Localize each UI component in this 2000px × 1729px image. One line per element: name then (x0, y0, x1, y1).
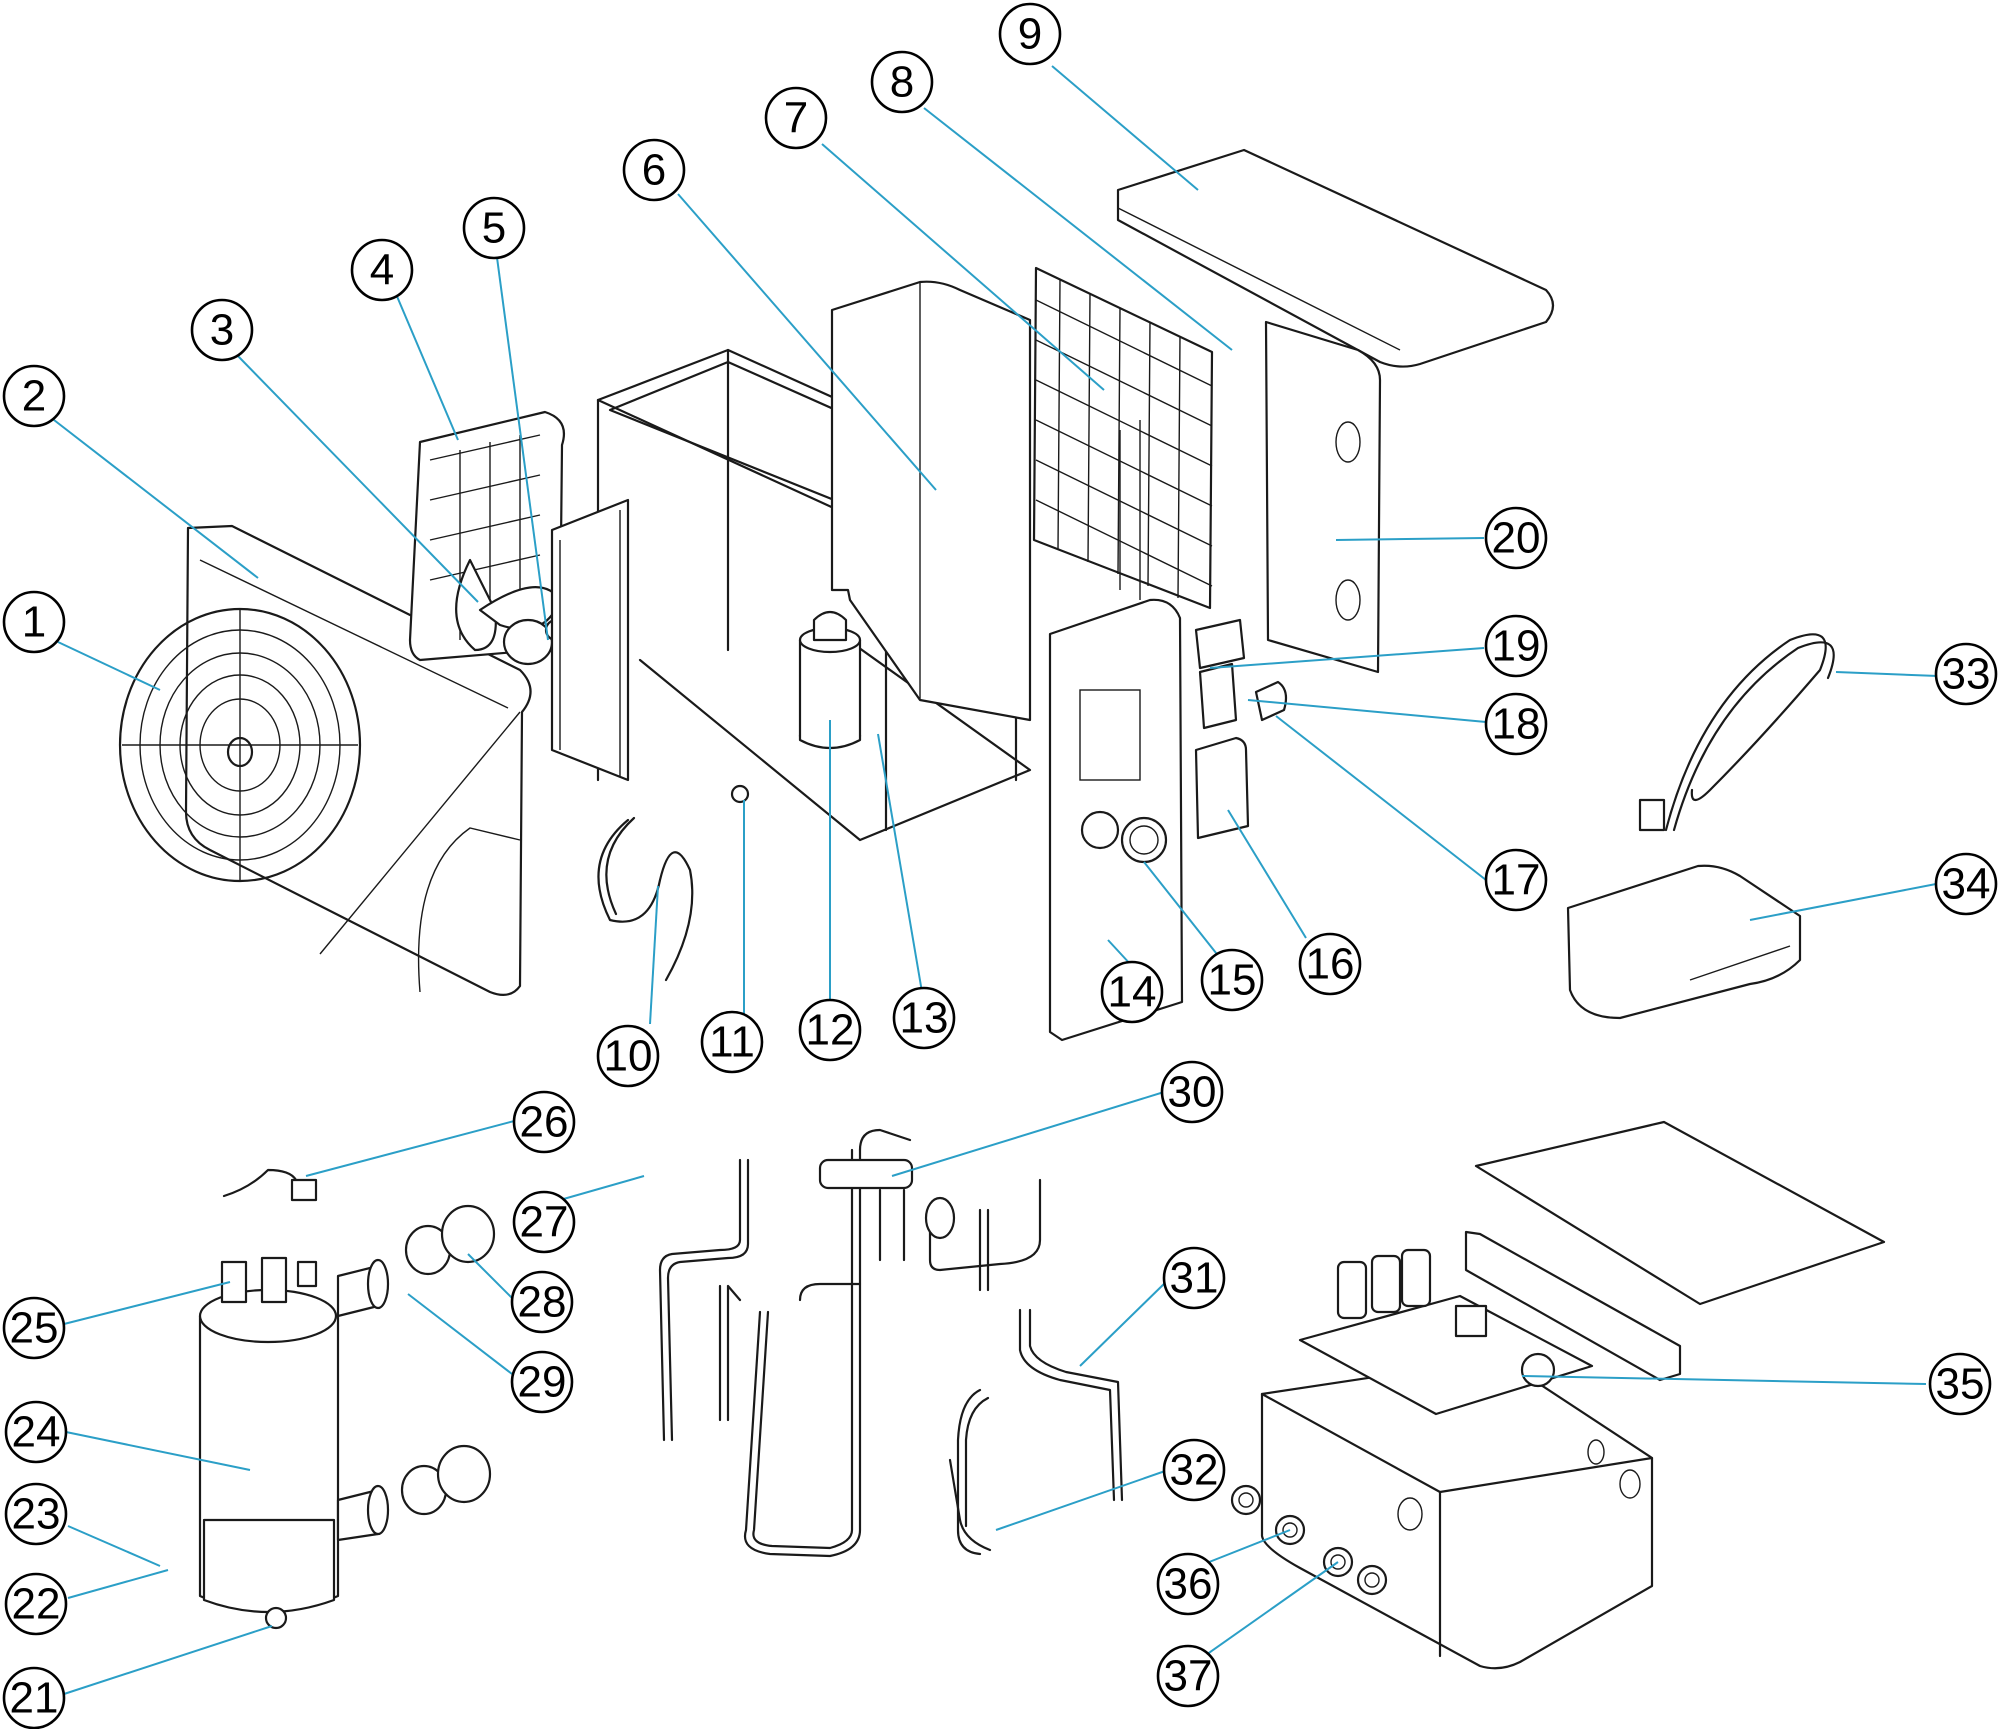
svg-text:24: 24 (12, 1408, 61, 1457)
svg-text:1: 1 (22, 598, 46, 647)
svg-text:26: 26 (520, 1098, 569, 1147)
callout-23: 23 (4, 1482, 68, 1546)
svg-text:23: 23 (12, 1490, 61, 1539)
svg-text:10: 10 (604, 1032, 653, 1081)
callout-30: 30 (1160, 1060, 1224, 1124)
fan-grille (118, 607, 362, 883)
svg-text:25: 25 (10, 1304, 59, 1353)
callout-29: 29 (510, 1350, 574, 1414)
callout-7: 7 (764, 86, 828, 150)
svg-text:22: 22 (12, 1580, 61, 1629)
hose (597, 816, 694, 982)
evaporator-coil (830, 280, 1141, 722)
svg-text:19: 19 (1492, 622, 1541, 671)
callout-31: 31 (1162, 1246, 1226, 1310)
callout-11: 11 (700, 1010, 764, 1074)
callout-32: 32 (1162, 1438, 1226, 1502)
callout-35: 35 (1928, 1352, 1992, 1416)
svg-text:3: 3 (210, 306, 234, 355)
svg-text:34: 34 (1942, 860, 1991, 909)
leader-lines (53, 65, 1939, 1695)
callout-6: 6 (622, 138, 686, 202)
callout-20: 20 (1484, 506, 1548, 570)
callout-26: 26 (512, 1090, 576, 1154)
callout-4: 4 (350, 238, 414, 302)
callout-18: 18 (1484, 692, 1548, 756)
side-panel (1264, 320, 1382, 674)
svg-text:20: 20 (1492, 514, 1541, 563)
svg-text:31: 31 (1170, 1254, 1219, 1303)
callout-3: 3 (190, 298, 254, 362)
callout-13: 13 (892, 986, 956, 1050)
svg-text:12: 12 (806, 1006, 855, 1055)
drain-fitting (730, 784, 750, 804)
svg-text:13: 13 (900, 994, 949, 1043)
callout-1: 1 (2, 590, 66, 654)
svg-text:4: 4 (370, 246, 394, 295)
heat-exchanger (198, 1168, 496, 1630)
svg-text:27: 27 (520, 1198, 569, 1247)
svg-text:2: 2 (22, 372, 46, 421)
power-cable (1638, 633, 1835, 832)
svg-text:36: 36 (1164, 1560, 1213, 1609)
callout-12: 12 (798, 998, 862, 1062)
callout-28: 28 (510, 1270, 574, 1334)
callout-5: 5 (462, 196, 526, 260)
svg-text:32: 32 (1170, 1446, 1219, 1495)
callout-34: 34 (1934, 852, 1998, 916)
svg-text:14: 14 (1108, 968, 1157, 1017)
svg-text:30: 30 (1168, 1068, 1217, 1117)
svg-text:17: 17 (1492, 856, 1541, 905)
callout-19: 19 (1484, 614, 1548, 678)
callout-36: 36 (1156, 1552, 1220, 1616)
refrigerant-piping (658, 1128, 1124, 1558)
svg-text:6: 6 (642, 146, 666, 195)
callout-27: 27 (512, 1190, 576, 1254)
callout-33: 33 (1934, 642, 1998, 706)
svg-text:7: 7 (784, 94, 808, 143)
svg-text:29: 29 (518, 1358, 567, 1407)
svg-text:21: 21 (10, 1674, 59, 1723)
callout-37: 37 (1156, 1644, 1220, 1708)
callout-10: 10 (596, 1024, 660, 1088)
svg-text:15: 15 (1208, 956, 1257, 1005)
fan-blade (455, 558, 568, 666)
winter-cover (1566, 864, 1802, 1020)
callout-14: 14 (1100, 960, 1164, 1024)
electric-box (1260, 1120, 1886, 1670)
svg-text:37: 37 (1164, 1652, 1213, 1701)
control-panel (1048, 598, 1184, 1042)
callout-21: 21 (2, 1666, 66, 1729)
svg-text:35: 35 (1936, 1360, 1985, 1409)
svg-text:28: 28 (518, 1278, 567, 1327)
display-box (1194, 618, 1288, 840)
svg-text:16: 16 (1306, 940, 1355, 989)
callout-17: 17 (1484, 848, 1548, 912)
svg-text:11: 11 (709, 1018, 755, 1067)
callout-25: 25 (2, 1296, 66, 1360)
svg-text:9: 9 (1018, 10, 1042, 59)
callout-15: 15 (1200, 948, 1264, 1012)
callout-9: 9 (998, 2, 1062, 66)
callout-2: 2 (2, 364, 66, 428)
callout-8: 8 (870, 50, 934, 114)
callout-24: 24 (4, 1400, 68, 1464)
svg-text:33: 33 (1942, 650, 1991, 699)
svg-text:8: 8 (890, 58, 914, 107)
top-cover (1116, 148, 1555, 368)
svg-text:5: 5 (482, 204, 506, 253)
compressor (798, 610, 862, 750)
callout-22: 22 (4, 1572, 68, 1636)
wire-grid (1032, 266, 1214, 610)
callout-16: 16 (1298, 932, 1362, 996)
svg-text:18: 18 (1492, 700, 1541, 749)
